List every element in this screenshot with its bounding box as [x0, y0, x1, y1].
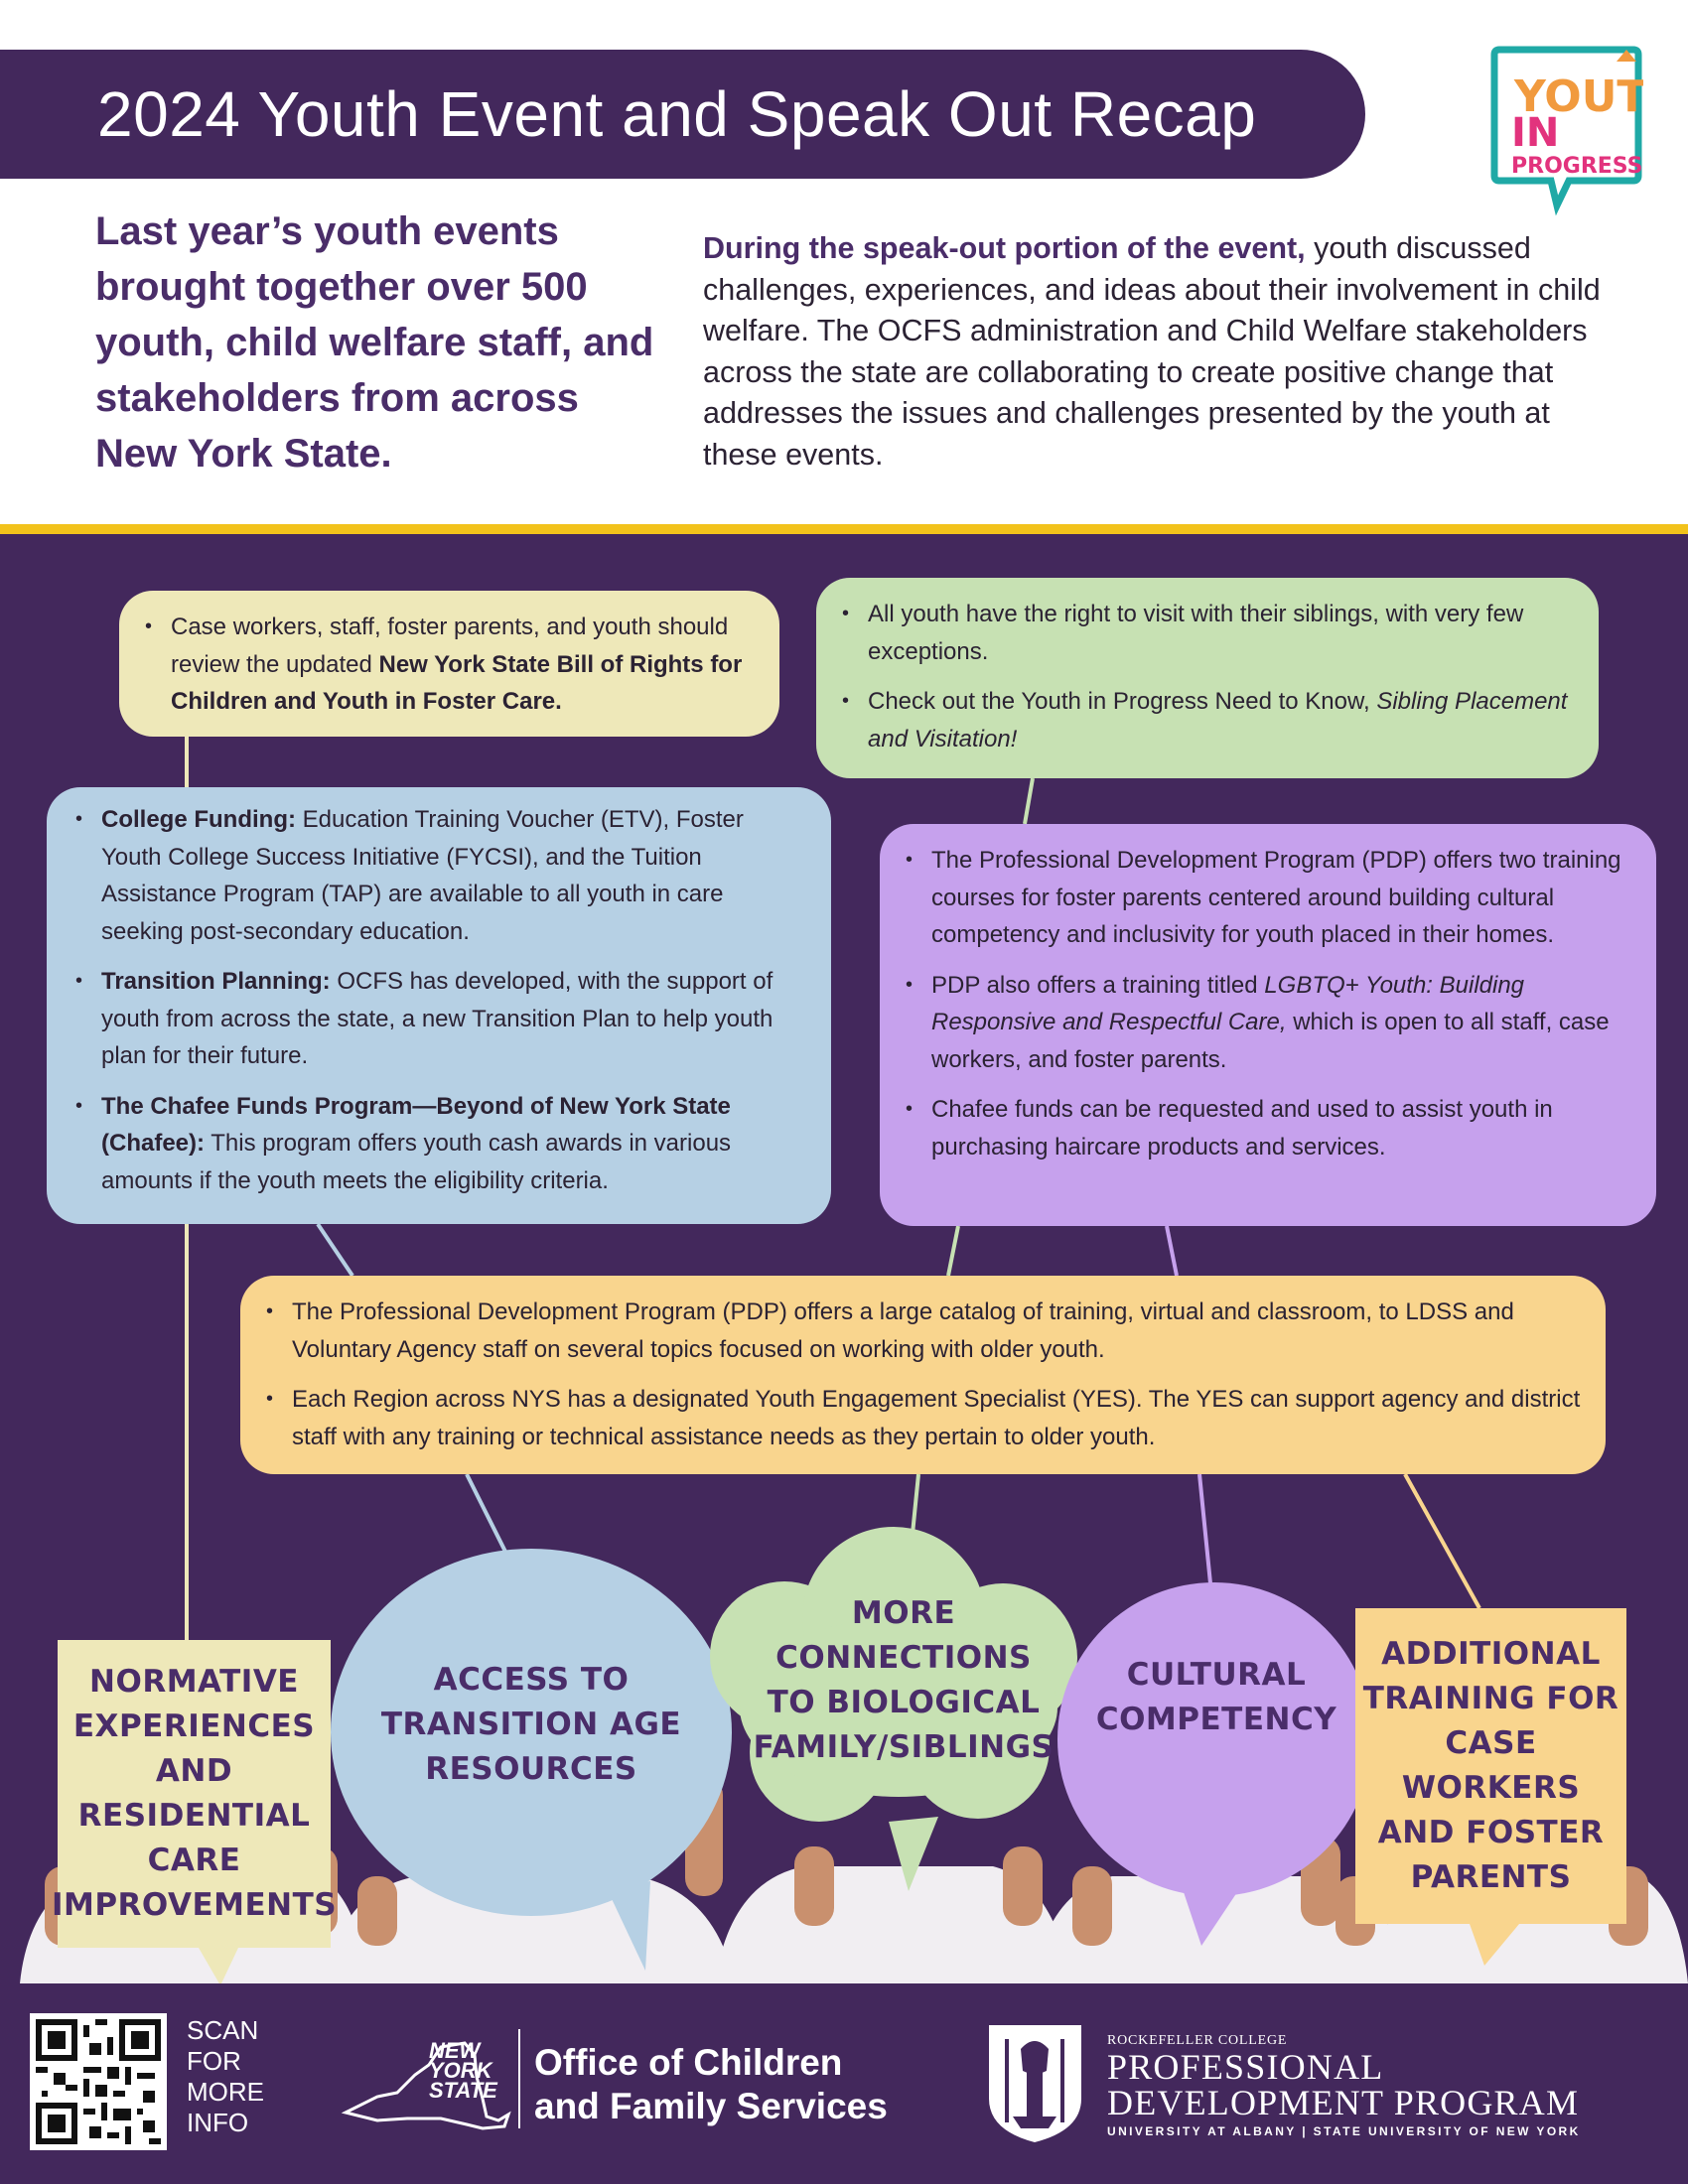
list-item: All youth have the right to visit with t…	[840, 596, 1571, 670]
ocfs-divider	[518, 2029, 520, 2128]
sign-additional-training: ADDITIONAL TRAINING FOR CASE WORKERS AND…	[1355, 1608, 1626, 1924]
rockefeller-college-seal-icon	[989, 2025, 1081, 2142]
sign-cultural-competency: CULTURAL COMPETENCY	[1095, 1657, 1337, 1737]
bubble-cultural-competency: The Professional Development Program (PD…	[880, 824, 1656, 1226]
logo-text-in: IN	[1511, 110, 1559, 156]
list-item: The Professional Development Program (PD…	[904, 842, 1636, 954]
list-item: The Professional Development Program (PD…	[264, 1294, 1582, 1368]
new-york-state-map-icon	[341, 2041, 511, 2130]
page-title: 2024 Youth Event and Speak Out Recap	[97, 78, 1257, 150]
intro-summary: Last year’s youth events brought togethe…	[95, 209, 654, 476]
bubble-bill-of-rights: Case workers, staff, foster parents, and…	[119, 591, 779, 737]
ocfs-wordmark: Office of Children and Family Services	[534, 2042, 888, 2126]
scan-for-more-info: SCAN FOR MORE INFO	[187, 2015, 264, 2137]
qr-code-icon[interactable]	[30, 2013, 167, 2150]
bubble-sibling-visitation: All youth have the right to visit with t…	[816, 578, 1599, 778]
professional-development-program-label: PROFESSIONAL DEVELOPMENT PROGRAM	[1107, 2047, 1580, 2122]
sign-biological-family: MORE CONNECTIONS TO BIOLOGICAL FAMILY/SI…	[753, 1595, 1055, 1765]
bubble-transition-resources: College Funding: Education Training Vouc…	[47, 787, 831, 1224]
title-bar: 2024 Youth Event and Speak Out Recap	[0, 50, 1365, 179]
logo-text-youth: YOUTH	[1513, 71, 1643, 122]
list-item: Each Region across NYS has a designated …	[264, 1381, 1582, 1455]
intro-speak-out-lead: During the speak-out portion of the even…	[703, 231, 1306, 265]
logo-text-progress: PROGRESS	[1511, 154, 1643, 179]
footer: SCAN FOR MORE INFO NEW YORK STATE Office…	[0, 1983, 1688, 2184]
rockefeller-college-label: ROCKEFELLER COLLEGE	[1107, 2033, 1288, 2048]
list-item: Transition Planning: OCFS has developed,…	[73, 963, 805, 1075]
intro-speak-out: During the speak-out portion of the even…	[703, 228, 1626, 476]
list-item: College Funding: Education Training Vouc…	[73, 801, 805, 950]
sign-normative-experiences: NORMATIVE EXPERIENCES AND RESIDENTIAL CA…	[52, 1640, 337, 1948]
youth-in-progress-logo: YOUTH IN PROGRESS	[1490, 46, 1643, 216]
university-label: UNIVERSITY AT ALBANY | STATE UNIVERSITY …	[1107, 2124, 1581, 2138]
sign-transition-resources: ACCESS TO TRANSITION AGE RESOURCES	[380, 1662, 682, 1787]
list-item: The Chafee Funds Program—Beyond of New Y…	[73, 1088, 805, 1200]
list-item: PDP also offers a training titled LGBTQ+…	[904, 967, 1636, 1079]
bubble-staff-training: The Professional Development Program (PD…	[240, 1276, 1606, 1474]
new-york-state-wordmark: NEW YORK STATE	[429, 2038, 497, 2103]
list-item: Chafee funds can be requested and used t…	[904, 1091, 1636, 1165]
list-item: Check out the Youth in Progress Need to …	[840, 683, 1571, 757]
list-item: Case workers, staff, foster parents, and…	[143, 609, 756, 721]
intro-speak-out-body: youth discussed challenges, experiences,…	[703, 231, 1601, 472]
